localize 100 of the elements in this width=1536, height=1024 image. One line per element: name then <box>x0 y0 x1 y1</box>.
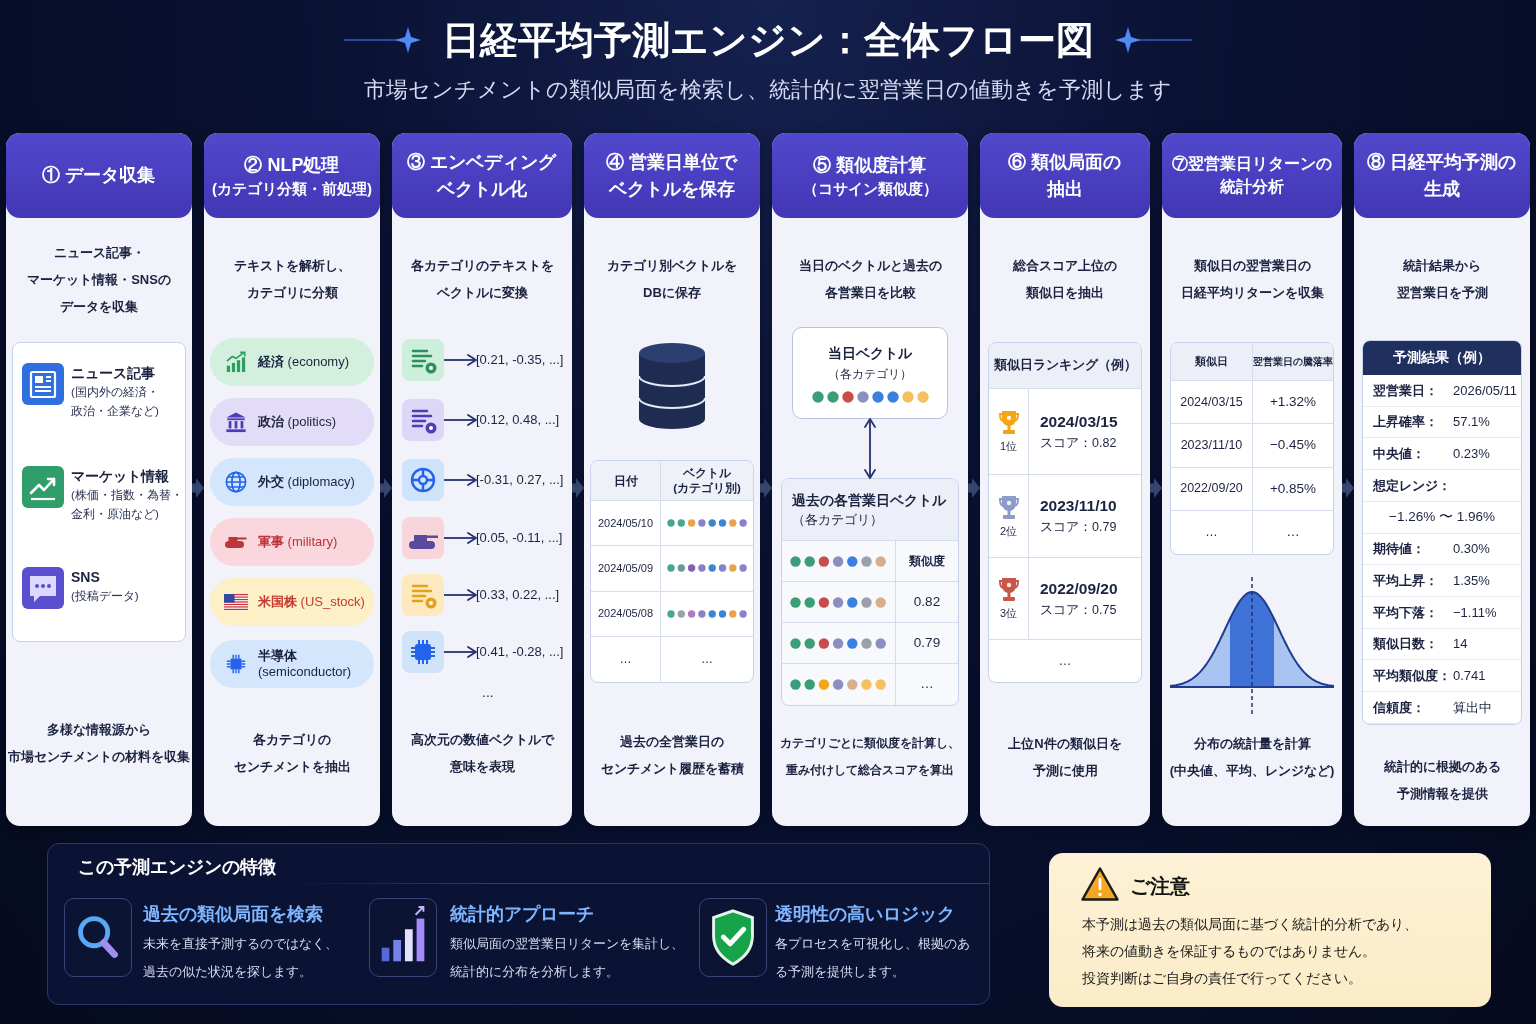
double-arrow <box>864 418 876 479</box>
panel-subtitle: （各カテゴリ） <box>792 511 884 529</box>
table-cell: 2024/05/10 <box>591 501 661 546</box>
current-vector-panel <box>792 327 948 419</box>
feature-description: 各プロセスを可視化し、根拠のある予測を提供します。 <box>775 935 971 981</box>
stage-description: ニュース記事・マーケット情報・SNSのデータを収集 <box>26 243 172 316</box>
source-title: マーケット情報 <box>71 467 170 486</box>
flow-arrow <box>192 478 204 498</box>
result-key: 平均類似度： <box>1373 666 1453 686</box>
result-key: 類似日数： <box>1373 634 1453 654</box>
stage-title: ⑦翌営業日リターンの統計分析 <box>1171 154 1333 197</box>
arrow <box>443 532 477 544</box>
table-cell-text: 類似度 <box>908 553 946 570</box>
stage-description: 統計結果から翌営業日を予測 <box>1395 257 1489 302</box>
result-value: 14 <box>1453 635 1468 654</box>
column-header: 類似日 <box>1171 343 1253 380</box>
feature-title: 過去の類似局面を検索 <box>143 903 323 926</box>
arrow <box>443 414 477 426</box>
result-value: −1.11% <box>1453 603 1497 622</box>
category-label: 政治 (politics) <box>258 414 336 430</box>
stage-title: ④ 営業日単位でベクトルを保存 <box>605 151 739 201</box>
category-label: 米国株 (US_stock) <box>258 594 365 610</box>
rank-text: 3位 <box>999 606 1018 620</box>
stage-description: 類似日の翌営業日の日経平均リターンを収集 <box>1179 257 1325 302</box>
stage-card <box>980 133 1150 826</box>
caution-text: 本予測は過去の類似局面に基づく統計的分析であり、将来の値動きを保証するものではありません。 <box>1082 915 1419 961</box>
panel-subtitle: （各カテゴリ） <box>828 366 912 382</box>
vector-table <box>590 460 754 683</box>
category-pill <box>210 640 374 688</box>
forecast-result-panel <box>1362 340 1522 725</box>
category-label: 経済 (economy) <box>258 354 350 370</box>
source-title: ニュース記事 <box>71 364 156 383</box>
stage-title: ⑧ 日経平均予測の生成 <box>1366 151 1518 201</box>
document-icon <box>402 574 444 616</box>
result-value: 0.23% <box>1453 445 1490 464</box>
ellipsis-text: … <box>1058 652 1072 671</box>
stage-title: ① データ収集 <box>42 164 156 188</box>
panel-title: 予測結果（例） <box>1393 348 1491 367</box>
result-key: 中央値： <box>1373 444 1453 464</box>
panel-title: 当日ベクトル <box>828 344 912 363</box>
past-vector-table <box>781 478 959 706</box>
stage-title: ③ エンベディングベクトル化 <box>406 151 558 201</box>
arrow <box>443 474 477 486</box>
source-title: SNS <box>71 568 101 587</box>
table-cell: 2022/09/20 <box>1171 467 1253 510</box>
result-value: 算出中 <box>1453 698 1492 717</box>
table-cell-text: +0.85% <box>1268 479 1318 498</box>
vector-values: [0.41, -0.28, ...] <box>476 642 564 662</box>
stage-description: 高次元の数値ベクトルで意味を表現 <box>409 731 556 776</box>
stage-title: ② NLP処理 <box>244 153 340 177</box>
result-value: 0.741 <box>1453 667 1486 686</box>
score-text: スコア：0.82 <box>1040 434 1118 452</box>
rank-text: 2位 <box>999 523 1018 538</box>
source-description: (株価・指数・為替・金利・原油など) <box>71 488 184 523</box>
column-header: 翌営業日の騰落率 <box>1253 355 1333 369</box>
source-description: (投稿データ) <box>71 589 140 604</box>
table-cell: 2024/03/15 <box>1171 381 1253 424</box>
tank-icon <box>402 517 444 559</box>
flow-arrow <box>968 478 980 498</box>
result-value: 2026/05/11 <box>1453 381 1518 400</box>
vector-values: [0.12, 0.48, ...] <box>476 410 560 430</box>
document-icon <box>402 399 444 441</box>
arrow <box>443 589 477 601</box>
panel-title: この予測エンジンの特徴 <box>78 856 276 879</box>
date-text: 2024/03/15 <box>1040 411 1119 432</box>
flow-arrow <box>572 478 584 498</box>
stage-card <box>6 133 192 826</box>
result-key: 上昇確率： <box>1373 412 1453 432</box>
stage-card <box>772 133 968 826</box>
table-cell-text: +1.32% <box>1268 393 1318 411</box>
stage-description: テキストを解析し、カテゴリに分類 <box>232 257 352 302</box>
score-text: スコア：0.75 <box>1040 601 1118 619</box>
source-list-panel <box>12 342 186 642</box>
document-icon <box>402 339 444 381</box>
feature-title: 統計的アプローチ <box>450 903 594 926</box>
stage-description: 上位N件の類似日を予測に使用 <box>1007 735 1123 780</box>
caution-text: 投資判断はご自身の責任で行ってください。 <box>1082 969 1363 988</box>
table-cell-text: 0.79 <box>912 633 942 652</box>
result-value: 0.30% <box>1453 540 1490 559</box>
stage-subtitle: （コサイン類似度） <box>802 178 938 199</box>
category-pill <box>210 398 374 446</box>
column-header: 日付 <box>591 461 661 500</box>
table-cell: … <box>591 636 661 682</box>
flow-arrow <box>1150 478 1162 498</box>
feature-description: 類似局面の翌営業日リターンを集計し、統計的に分布を分析します。 <box>450 935 685 981</box>
category-pill <box>210 458 374 506</box>
result-value: 57.1% <box>1453 413 1490 432</box>
panel-title: 類似日ランキング（例） <box>993 357 1137 375</box>
stage-description: 統計的に根拠のある予測情報を提供 <box>1382 758 1502 803</box>
subtitle: 市場センチメントの類似局面を検索し、統計的に翌営業日の値動きを予測します <box>364 76 1172 104</box>
category-pill <box>210 578 374 626</box>
result-key: 翌営業日： <box>1373 380 1453 401</box>
stage-description: カテゴリ別ベクトルをDBに保存 <box>606 257 738 302</box>
score-text: スコア：0.79 <box>1040 519 1118 536</box>
globe-icon <box>402 459 444 501</box>
caution-title: ご注意 <box>1130 874 1190 899</box>
stage-description: 各カテゴリのセンチメントを抽出 <box>232 731 352 776</box>
result-value: −1.26% 〜 1.96% <box>1389 508 1495 527</box>
chip-icon <box>402 631 444 673</box>
category-label: 軍事 (military) <box>258 534 338 550</box>
